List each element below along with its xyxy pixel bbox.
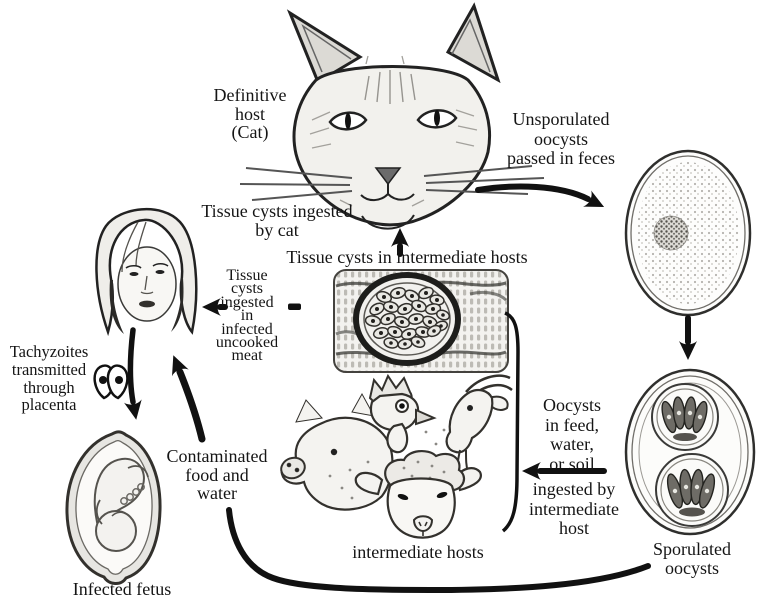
label-tissue-cysts-ingested-by-cat: Tissue cysts ingested by cat bbox=[201, 201, 353, 240]
label-ingested-by-intermediate-host: ingested by intermediate host bbox=[529, 479, 619, 538]
label-contaminated-food-water: Contaminated food and water bbox=[166, 446, 268, 503]
cat-head-figure bbox=[239, 2, 545, 230]
connector-sporulated-to-contaminated bbox=[226, 507, 651, 594]
woman-head-figure bbox=[95, 208, 198, 337]
label-unsporulated-oocysts: Unsporulated oocysts passed in feces bbox=[507, 109, 615, 168]
label-oocysts-in-feed: Oocysts in feed, water, or soil bbox=[543, 395, 601, 474]
intermediate-hosts-bracket bbox=[501, 311, 520, 533]
fetus-figure bbox=[65, 430, 162, 585]
label-tachyzoites-transmitted: Tachyzoites transmitted through placenta bbox=[9, 342, 89, 415]
label-tissue-cysts-ingested-in-meat: Tissue cysts ingested in infected uncook… bbox=[215, 267, 279, 365]
label-sporulated-oocysts: Sporulated oocysts bbox=[653, 539, 731, 578]
arrow-contaminated-to-woman bbox=[172, 355, 206, 443]
dash-meat-arrow bbox=[288, 303, 301, 310]
intermediate-hosts-figure bbox=[280, 373, 513, 539]
tissue-cyst-figure bbox=[333, 269, 509, 373]
tachyzoites-icon bbox=[93, 364, 129, 400]
unsporulated-oocyst-figure bbox=[624, 149, 752, 317]
label-definitive-host: Definitive host (Cat) bbox=[213, 85, 287, 142]
chicken-head bbox=[368, 373, 458, 468]
arrow-woman-to-fetus bbox=[123, 327, 142, 420]
label-intermediate-hosts: intermediate hosts bbox=[352, 542, 484, 562]
sporulated-oocyst-figure bbox=[624, 368, 756, 536]
lamb-head bbox=[354, 450, 482, 539]
label-infected-fetus: Infected fetus bbox=[72, 579, 172, 599]
arrow-cat-to-unsporulated bbox=[475, 183, 605, 208]
label-tissue-cysts-in-intermediate-hosts: Tissue cysts in intermediate hosts bbox=[286, 247, 528, 267]
